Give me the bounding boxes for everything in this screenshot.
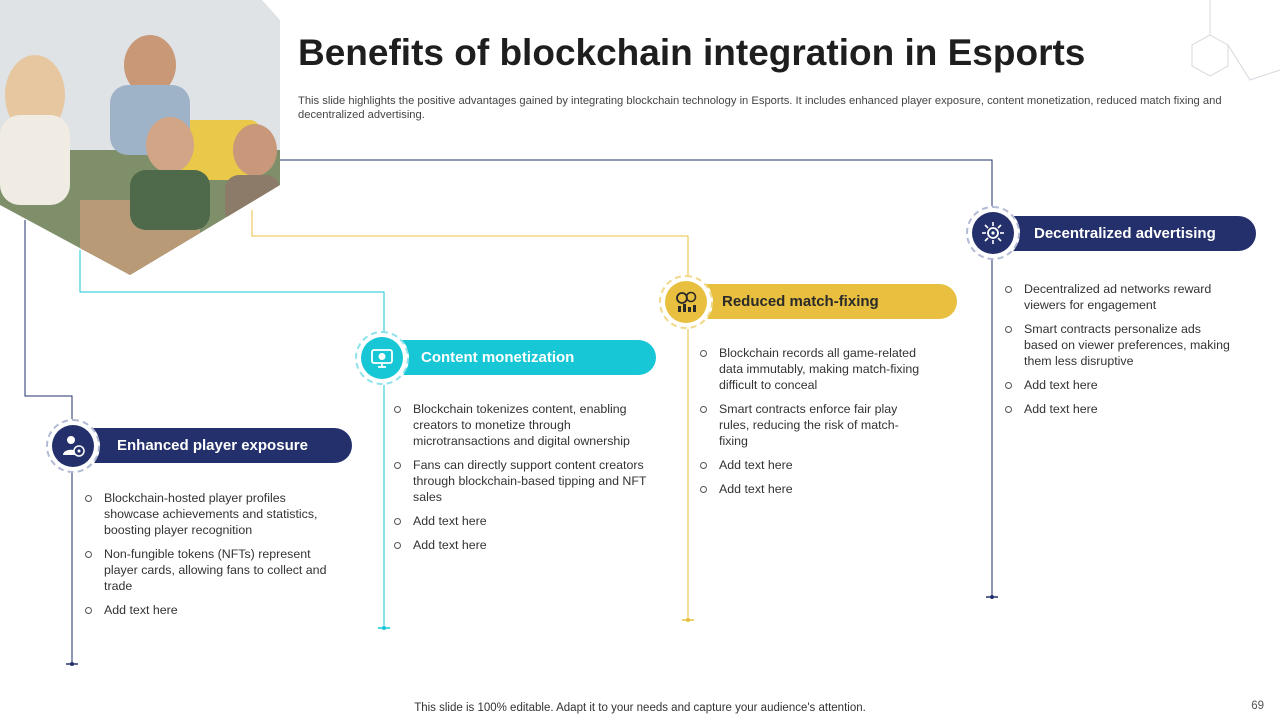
player-exposure-icon — [63, 436, 85, 457]
page-number: 69 — [1251, 700, 1264, 712]
list-item: Decentralized ad networks reward viewers… — [1005, 281, 1230, 313]
benefit-badge — [46, 419, 100, 473]
list-item: Add text here — [394, 513, 654, 529]
advertising-icon — [982, 222, 1004, 244]
list-item: Smart contracts enforce fair play rules,… — [700, 401, 920, 449]
benefit-badge — [659, 275, 713, 329]
benefit-badge — [966, 206, 1020, 260]
benefit-badge — [355, 331, 409, 385]
benefit-pill-decentralized-advertising: Decentralized advertising — [992, 216, 1256, 251]
slide-footer: This slide is 100% editable. Adapt it to… — [414, 702, 866, 714]
list-item: Add text here — [1005, 377, 1230, 393]
list-item: Blockchain-hosted player profiles showca… — [85, 490, 335, 538]
benefit-label: Reduced match-fixing — [722, 293, 879, 310]
list-item: Add text here — [700, 481, 920, 497]
list-item: Fans can directly support content creato… — [394, 457, 654, 505]
list-item: Blockchain records all game-related data… — [700, 345, 920, 393]
list-item: Add text here — [700, 457, 920, 473]
benefit-pill-player-exposure: Enhanced player exposure — [72, 428, 352, 463]
benefit-bullets: Blockchain tokenizes content, enabling c… — [394, 401, 654, 561]
list-item: Non-fungible tokens (NFTs) represent pla… — [85, 546, 335, 594]
benefit-pill-match-fixing: Reduced match-fixing — [686, 284, 957, 319]
match-fixing-icon — [676, 291, 697, 312]
benefit-pill-content-monetization: Content monetization — [381, 340, 656, 375]
slide-subtitle: This slide highlights the positive advan… — [298, 95, 1222, 121]
benefit-bullets: Decentralized ad networks reward viewers… — [1005, 281, 1230, 425]
benefit-label: Content monetization — [421, 349, 575, 366]
list-item: Add text here — [394, 537, 654, 553]
benefit-label: Enhanced player exposure — [117, 437, 308, 454]
benefit-bullets: Blockchain records all game-related data… — [700, 345, 920, 505]
benefit-bullets: Blockchain-hosted player profiles showca… — [85, 490, 335, 626]
list-item: Blockchain tokenizes content, enabling c… — [394, 401, 654, 449]
list-item: Add text here — [1005, 401, 1230, 417]
decorative-hexagons — [1191, 0, 1280, 81]
list-item: Smart contracts personalize ads based on… — [1005, 321, 1230, 369]
list-item: Add text here — [85, 602, 335, 618]
benefit-label: Decentralized advertising — [1034, 225, 1216, 242]
slide-title: Benefits of blockchain integration in Es… — [298, 32, 1086, 73]
content-monetization-icon — [371, 349, 393, 368]
esports-players-photo — [0, 0, 280, 275]
